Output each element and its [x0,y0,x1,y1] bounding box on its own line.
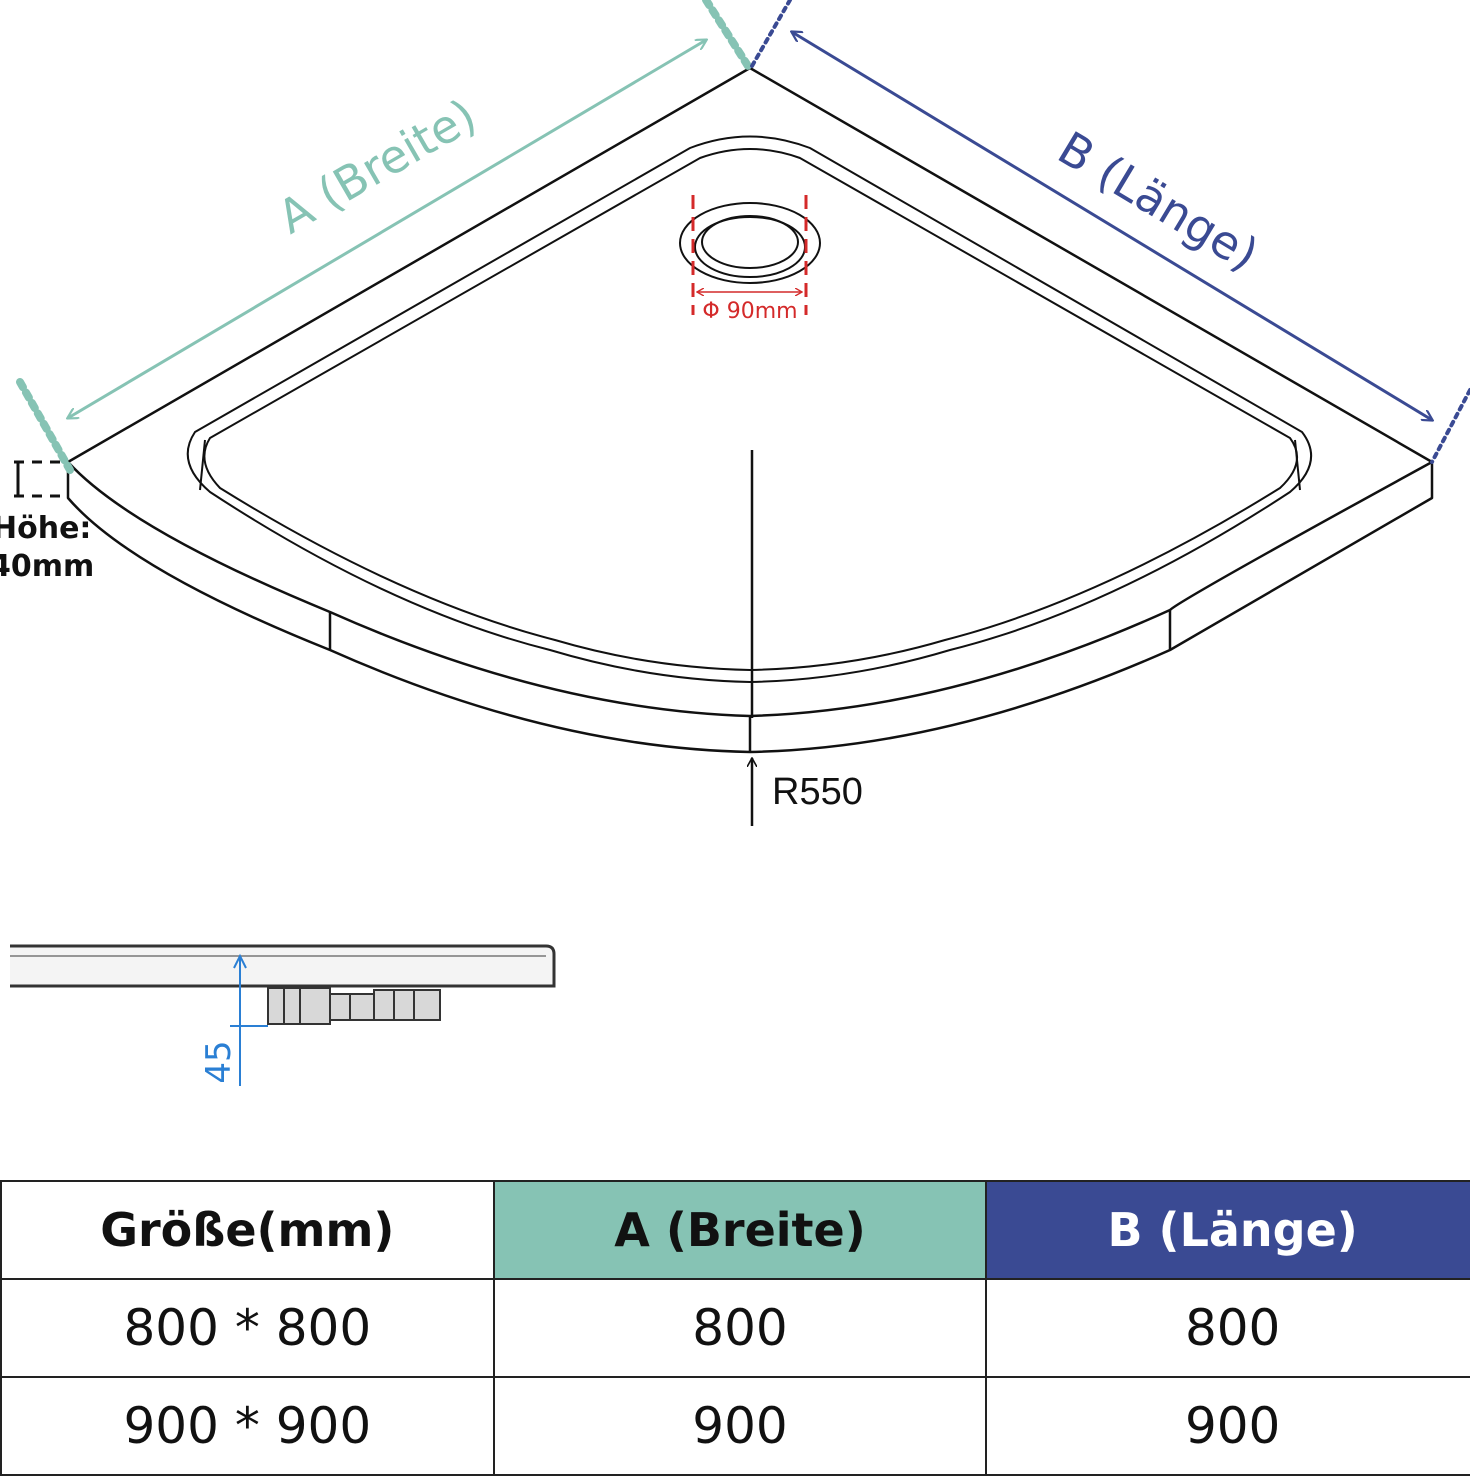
side-dimension-label: 45 [199,1040,239,1083]
header-width-a: A (Breite) [492,1180,988,1280]
size-table: Größe(mm) A (Breite) B (Länge) 800 * 800… [0,1180,1470,1476]
shower-tray-diagram: Φ 90mm A (Breite) B (Länge) R550 Höhe: 4… [0,0,1470,1086]
basin-outer [186,135,1312,684]
dimension-a-label: A (Breite) [269,88,486,244]
dimension-b-tick-right [1430,388,1470,464]
tray-basin [186,135,1312,684]
drain-hole [701,215,799,269]
cell-size: 800 * 800 [0,1278,495,1378]
cell-length-b: 800 [985,1278,1470,1378]
side-dimension-marker [230,953,268,1086]
cell-width-a: 800 [492,1278,988,1378]
side-profile: 45 [10,944,556,1086]
dimension-a: A (Breite) [16,0,752,474]
dimension-b: B (Länge) [750,0,1470,464]
dimension-b-arrow [792,32,1432,420]
radius-label: R550 [772,771,863,813]
dimension-b-tick-left [750,0,792,68]
tray-front-edge [66,462,1434,754]
height-marker [14,460,68,498]
height-label: Höhe: [0,511,91,546]
table-row: 800 * 800 800 800 [0,1278,1470,1378]
side-profile-drain-pipe [267,987,441,1025]
cell-length-b: 900 [985,1376,1470,1476]
drain-diameter-label: Φ 90mm [702,299,797,324]
header-length-b: B (Länge) [985,1180,1470,1280]
table-row: 900 * 900 900 900 [0,1376,1470,1476]
size-table-header-row: Größe(mm) A (Breite) B (Länge) [0,1180,1470,1280]
dimension-a-tick-left [16,378,74,474]
cell-width-a: 900 [492,1376,988,1476]
tray-outline [66,66,1434,754]
basin-rim-left [199,439,206,491]
height-value: 40mm [0,549,94,584]
cell-size: 900 * 900 [0,1376,495,1476]
dimension-b-label: B (Länge) [1049,121,1268,282]
basin-inner [203,148,1299,672]
tray-top-face [66,66,1434,718]
drain [679,202,821,284]
basin-rim-right [1294,439,1301,491]
header-size: Größe(mm) [0,1180,495,1280]
drain-diameter-marker [691,195,808,315]
side-profile-slab [10,944,556,988]
dimension-a-arrow [68,40,706,418]
dimension-a-tick-right [702,0,752,70]
